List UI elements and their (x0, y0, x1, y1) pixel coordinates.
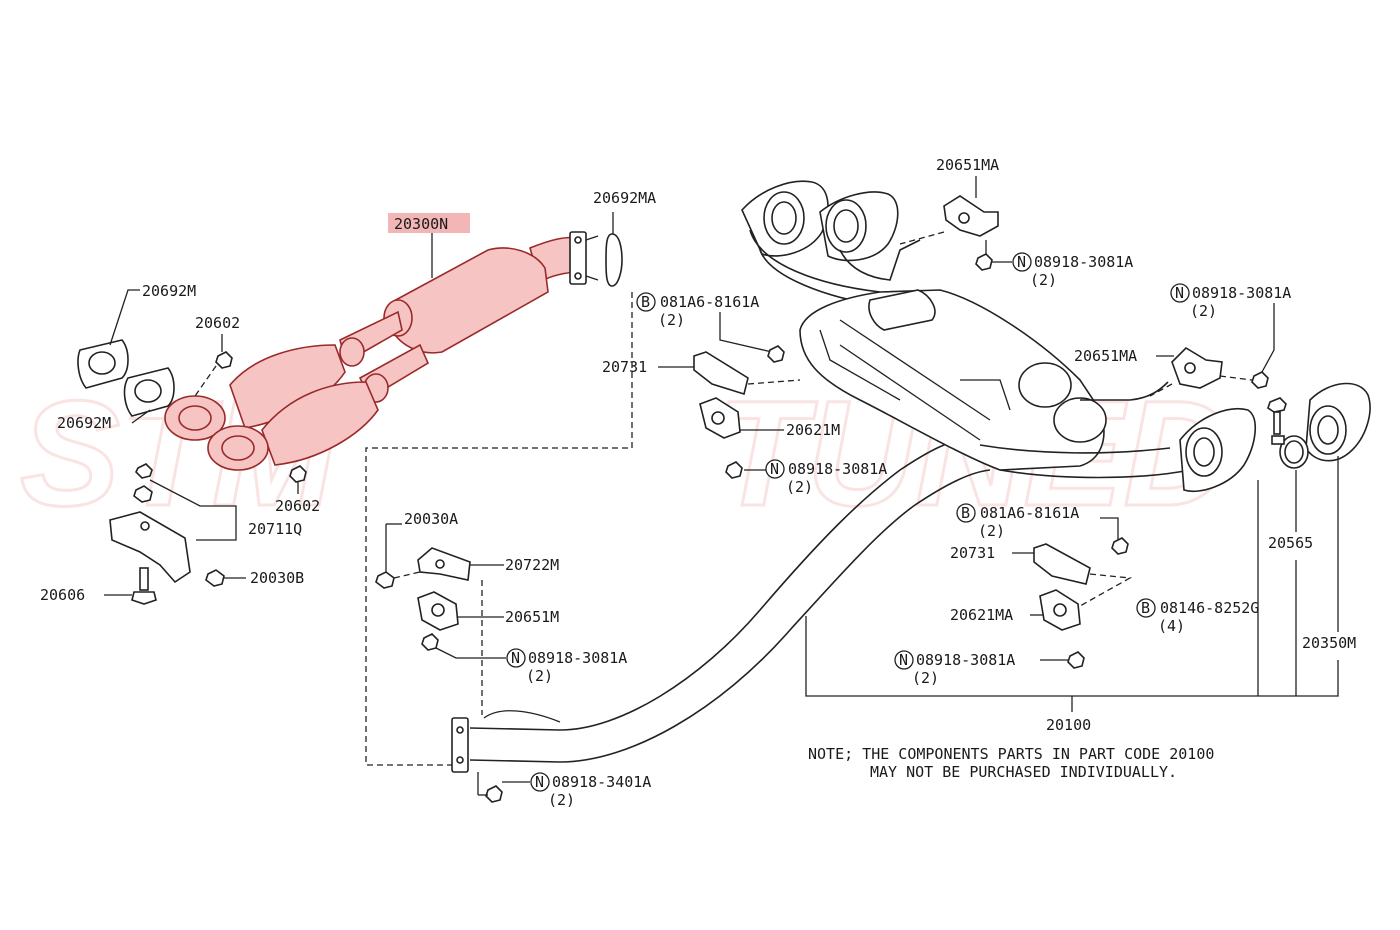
nut-symbol-icon (506, 648, 526, 668)
part-label-20731-right[interactable]: 20731 (950, 544, 995, 562)
bolt-symbol-icon (636, 292, 656, 312)
part-label-08918-mid[interactable]: 08918-3081A (788, 460, 887, 478)
bolt-08146[interactable] (1267, 397, 1287, 435)
part-label-081A6-top[interactable]: 081A6-8161A (660, 293, 759, 311)
part-label-081A6-right[interactable]: 081A6-8161A (980, 504, 1079, 522)
nut-20602-top[interactable] (215, 351, 233, 369)
note-line-1: NOTE; THE COMPONENTS PARTS IN PART CODE … (808, 745, 1214, 763)
nut-symbol-bottom: N (899, 651, 908, 669)
part-label-08918-3401A[interactable]: 08918-3401A (552, 773, 651, 791)
part-label-081A6-right-qty: (2) (978, 522, 1005, 540)
part-label-20350M[interactable]: 20350M (1302, 634, 1356, 652)
part-label-20606[interactable]: 20606 (40, 586, 85, 604)
note-line-2: MAY NOT BE PURCHASED INDIVIDUALLY. (870, 763, 1177, 781)
hanger-20651MA-top[interactable] (943, 195, 999, 237)
part-label-08918-right[interactable]: 08918-3081A (1192, 284, 1291, 302)
part-label-20602-bottom[interactable]: 20602 (275, 497, 320, 515)
hanger-20621MA[interactable] (1039, 589, 1081, 631)
bracket-20731-top[interactable] (693, 351, 749, 396)
nut-08918-3401A[interactable] (485, 785, 503, 803)
part-label-08918-mid-qty: (2) (786, 478, 813, 496)
nut-symbol-mid: N (770, 460, 779, 478)
part-label-20621MA[interactable]: 20621MA (950, 606, 1013, 624)
part-label-08918-topright-qty: (2) (1030, 271, 1057, 289)
nut-20602-bottom[interactable] (289, 465, 307, 483)
hanger-20651MA-right[interactable] (1171, 346, 1223, 389)
part-label-20722M[interactable]: 20722M (505, 556, 559, 574)
bolt-symbol-icon (956, 503, 976, 523)
hanger-20651M[interactable] (417, 591, 459, 631)
part-label-20692M-top[interactable]: 20692M (142, 282, 196, 300)
part-label-08918-topright[interactable]: 08918-3081A (1034, 253, 1133, 271)
bolt-20030A[interactable] (375, 571, 395, 589)
gasket-20692M-b[interactable] (123, 367, 175, 417)
part-label-20651M[interactable]: 20651M (505, 608, 559, 626)
bolt-20030B[interactable] (205, 569, 225, 587)
part-label-08146-qty: (4) (1158, 617, 1185, 635)
part-label-20300N[interactable]: 20300N (394, 215, 448, 233)
part-label-20651MA-top[interactable]: 20651MA (936, 156, 999, 174)
nut-08918-lower[interactable] (421, 633, 439, 651)
bracket-20722M[interactable] (417, 547, 471, 581)
nut-symbol-icon (1170, 283, 1190, 303)
nut-symbol-topright: N (1017, 253, 1026, 271)
bolt-20606[interactable] (131, 567, 157, 605)
gasket-20692M-a[interactable] (77, 339, 129, 389)
nut-08918-bottom[interactable] (1067, 651, 1085, 669)
bolt-081A6-top[interactable] (767, 345, 785, 363)
bolt-081A6-right[interactable] (1111, 537, 1129, 555)
part-label-20731-top[interactable]: 20731 (602, 358, 647, 376)
part-label-08918-bottom[interactable]: 08918-3081A (916, 651, 1015, 669)
bolt-symbol-top: B (641, 293, 650, 311)
nut-symbol-icon (894, 650, 914, 670)
nut-08918-mid[interactable] (725, 461, 743, 479)
gasket-20692MA[interactable] (605, 212, 623, 287)
bolt-symbol-icon (1136, 598, 1156, 618)
bracket-20711Q[interactable] (109, 463, 191, 584)
nut-symbol-icon (765, 459, 785, 479)
bracket-20731-right[interactable] (1033, 543, 1091, 585)
bolt-symbol-08146: B (1141, 599, 1150, 617)
part-label-08918-lower[interactable]: 08918-3081A (528, 649, 627, 667)
part-label-20565[interactable]: 20565 (1268, 534, 1313, 552)
nut-symbol-lower: N (511, 649, 520, 667)
highlight-box (388, 213, 470, 233)
part-label-08146[interactable]: 08146-8252G (1160, 599, 1259, 617)
nut-symbol-icon (1012, 252, 1032, 272)
nut-08918-right[interactable] (1251, 371, 1269, 389)
clamp-20565[interactable] (1271, 435, 1309, 469)
part-label-20030B[interactable]: 20030B (250, 569, 304, 587)
hanger-20621M[interactable] (699, 397, 741, 439)
part-label-08918-bottom-qty: (2) (912, 669, 939, 687)
part-label-20692M-left[interactable]: 20692M (57, 414, 111, 432)
part-label-20602-top[interactable]: 20602 (195, 314, 240, 332)
part-label-081A6-top-qty: (2) (658, 311, 685, 329)
catalytic-converter-assembly[interactable] (164, 231, 599, 471)
part-label-20692MA[interactable]: 20692MA (593, 189, 656, 207)
front-exhaust-pipe[interactable] (451, 437, 991, 773)
bolt-symbol-right: B (961, 504, 970, 522)
nut-symbol-right: N (1175, 284, 1184, 302)
nut-08918-topright-a[interactable] (975, 253, 993, 271)
part-label-20030A[interactable]: 20030A (404, 510, 458, 528)
part-label-20100[interactable]: 20100 (1046, 716, 1091, 734)
part-label-08918-right-qty: (2) (1190, 302, 1217, 320)
part-label-20711Q[interactable]: 20711Q (248, 520, 302, 538)
part-label-20651MA-right[interactable]: 20651MA (1074, 347, 1137, 365)
part-label-20621M[interactable]: 20621M (786, 421, 840, 439)
part-label-08918-lower-qty: (2) (526, 667, 553, 685)
part-label-08918-3401A-qty: (2) (548, 791, 575, 809)
rear-muffler-assembly[interactable] (741, 180, 1371, 492)
nut-symbol-icon (530, 772, 550, 792)
nut-symbol-3401A: N (535, 773, 544, 791)
